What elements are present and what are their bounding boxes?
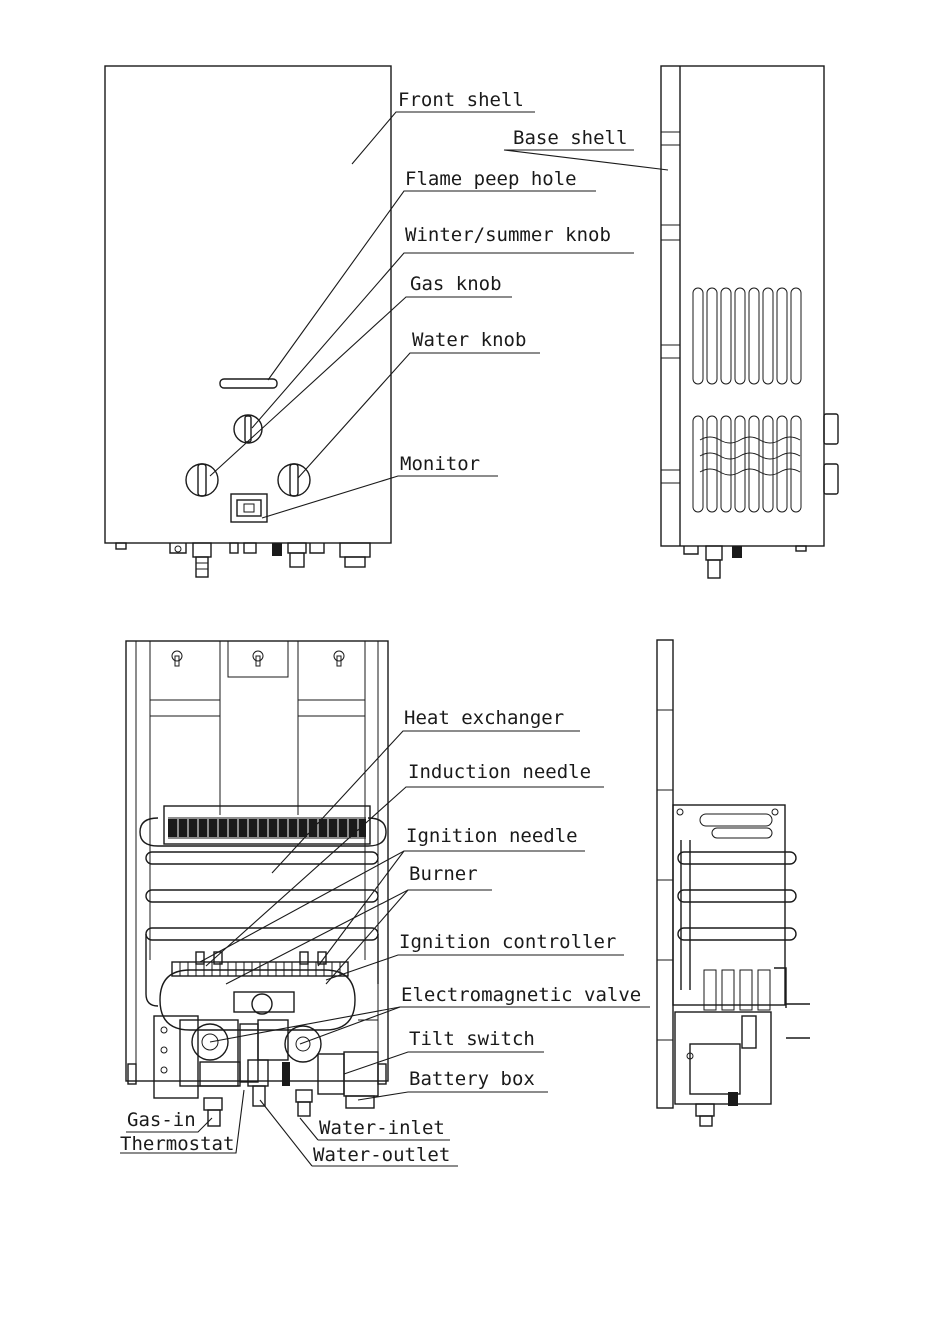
gas-knob-shape: [186, 464, 218, 496]
label-thermostat: Thermostat: [120, 1133, 234, 1155]
upper-louvres: [693, 288, 801, 384]
internal-side-view: [657, 640, 810, 1126]
label-battery-box: Battery box: [409, 1068, 535, 1090]
label-gas-knob: Gas knob: [410, 273, 502, 295]
front-bottom-fittings: [116, 543, 370, 577]
monitor-shape: [231, 494, 267, 522]
label-flame-peep-hole: Flame peep hole: [405, 168, 577, 190]
leader-lines: [120, 112, 668, 1166]
internal-view: [126, 641, 388, 1126]
label-electromagnetic-valve: Electromagnetic valve: [401, 984, 641, 1006]
burner-shape: [160, 952, 355, 1030]
hanging-holes: [172, 641, 344, 677]
label-gas-in: Gas-in: [127, 1109, 196, 1131]
label-ignition-needle: Ignition needle: [406, 825, 578, 847]
label-water-outlet: Water-outlet: [313, 1144, 450, 1166]
label-monitor: Monitor: [400, 453, 480, 475]
labels: Front shell Base shell Flame peep hole W…: [120, 89, 641, 1166]
front-view: [105, 66, 391, 577]
side-view: [661, 66, 838, 578]
label-heat-exchanger: Heat exchanger: [404, 707, 564, 729]
label-burner: Burner: [409, 863, 478, 885]
label-tilt-switch: Tilt switch: [409, 1028, 535, 1050]
flame-peep-hole-slot: [220, 379, 277, 388]
label-ignition-controller: Ignition controller: [399, 931, 616, 953]
label-water-knob: Water knob: [412, 329, 526, 351]
water-knob-shape: [278, 464, 310, 496]
label-winter-summer-knob: Winter/summer knob: [405, 224, 611, 246]
label-water-inlet: Water-inlet: [319, 1117, 445, 1139]
label-front-shell: Front shell: [398, 89, 524, 111]
label-induction-needle: Induction needle: [408, 761, 591, 783]
label-base-shell: Base shell: [513, 127, 627, 149]
winter-summer-knob-shape: [234, 415, 262, 443]
lower-louvres: [693, 416, 801, 512]
